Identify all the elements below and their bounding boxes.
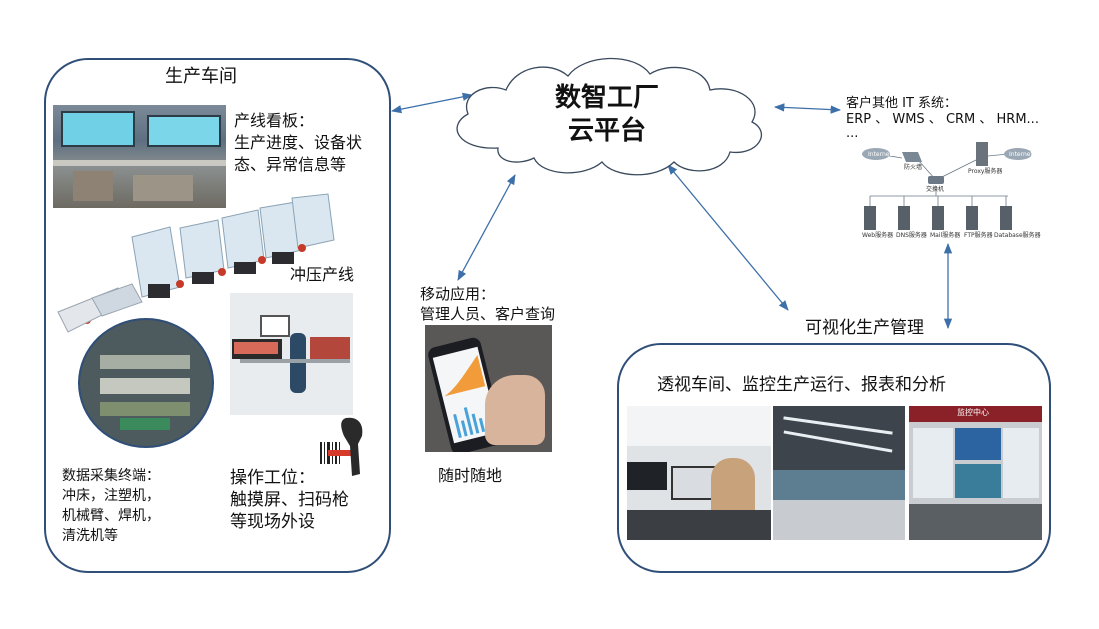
control-room-photo-3: 监控中心 bbox=[909, 406, 1042, 540]
visual-title: 透视车间、监控生产运行、报表和分析 bbox=[657, 375, 946, 395]
station-line1: 触摸屏、扫码枪 bbox=[230, 490, 349, 510]
control-room-photo-1 bbox=[627, 406, 771, 540]
terminal-description: 数据采集终端： 冲床，注塑机， 机械臂、焊机， 清洗机等 bbox=[62, 466, 160, 546]
visual-label: 可视化生产管理 bbox=[805, 318, 924, 338]
terminal-line1: 冲床，注塑机， bbox=[62, 488, 160, 504]
mobile-caption: 随时随地 bbox=[438, 466, 503, 485]
net-internet-right: Internet bbox=[1009, 151, 1033, 158]
net-switch: 交换机 bbox=[926, 186, 945, 193]
terminal-line2: 机械臂、焊机， bbox=[62, 508, 160, 524]
barcode-scanner-icon bbox=[318, 414, 370, 478]
terminal-photo bbox=[78, 318, 214, 448]
stamping-label: 冲压产线 bbox=[290, 265, 355, 284]
net-internet-left: Internet bbox=[868, 151, 892, 158]
net-server-database: Database服务器 bbox=[994, 232, 1041, 239]
terminal-line3: 清洗机等 bbox=[62, 528, 118, 544]
net-server-ftp: FTP服务器 bbox=[964, 232, 993, 239]
workshop-panel bbox=[44, 58, 391, 573]
net-server-dns: DNS服务器 bbox=[896, 232, 927, 239]
stamping-line-illustration bbox=[57, 193, 335, 333]
station-photo bbox=[230, 293, 353, 415]
kanban-line2: 态、异常信息等 bbox=[234, 155, 347, 174]
kanban-photo bbox=[53, 105, 226, 208]
mobile-subtitle: 管理人员、客户查询 bbox=[420, 305, 556, 323]
mobile-title: 移动应用： bbox=[420, 285, 496, 303]
it-systems-title: 客户其他 IT 系统： bbox=[846, 96, 958, 111]
network-diagram: Internet 防火墙 交换机 Proxy服务器 Internet Web服务… bbox=[858, 140, 1048, 244]
monitor-center-label: 监控中心 bbox=[957, 408, 989, 417]
station-line2: 等现场外设 bbox=[230, 512, 315, 532]
kanban-title: 产线看板： bbox=[234, 111, 315, 130]
mobile-description: 移动应用： 管理人员、客户查询 bbox=[420, 284, 555, 324]
station-description: 操作工位： 触摸屏、扫码枪 等现场外设 bbox=[230, 467, 349, 533]
net-proxy: Proxy服务器 bbox=[968, 168, 1003, 175]
net-server-mail: Mail服务器 bbox=[930, 232, 961, 239]
control-room-photo-2 bbox=[773, 406, 905, 540]
workshop-title: 生产车间 bbox=[165, 66, 237, 87]
kanban-description: 产线看板： 生产进度、设备状 态、异常信息等 bbox=[234, 110, 362, 176]
arrow-cloud-it bbox=[773, 103, 842, 114]
mobile-photo bbox=[425, 325, 552, 452]
network-lines bbox=[862, 142, 1032, 230]
terminal-title: 数据采集终端： bbox=[62, 468, 160, 484]
cloud-platform: 数智工厂 云平台 bbox=[438, 48, 776, 188]
it-systems-ellipsis: ... bbox=[846, 126, 859, 141]
arrow-cloud-mobile bbox=[457, 174, 516, 281]
cloud-icon bbox=[456, 57, 763, 176]
arrow-cloud-visual bbox=[667, 164, 789, 311]
kanban-line1: 生产进度、设备状 bbox=[234, 133, 363, 152]
arrow-workshop-cloud bbox=[390, 92, 474, 114]
it-systems-list: ERP 、 WMS 、 CRM 、 HRM... bbox=[846, 112, 1039, 127]
visual-panel bbox=[617, 343, 1051, 573]
cloud-title-line2: 云平台 bbox=[567, 115, 646, 146]
cloud-title-line1: 数智工厂 bbox=[554, 83, 659, 113]
station-title: 操作工位： bbox=[230, 468, 315, 488]
net-server-web: Web服务器 bbox=[862, 232, 894, 239]
net-firewall: 防火墙 bbox=[904, 164, 923, 171]
